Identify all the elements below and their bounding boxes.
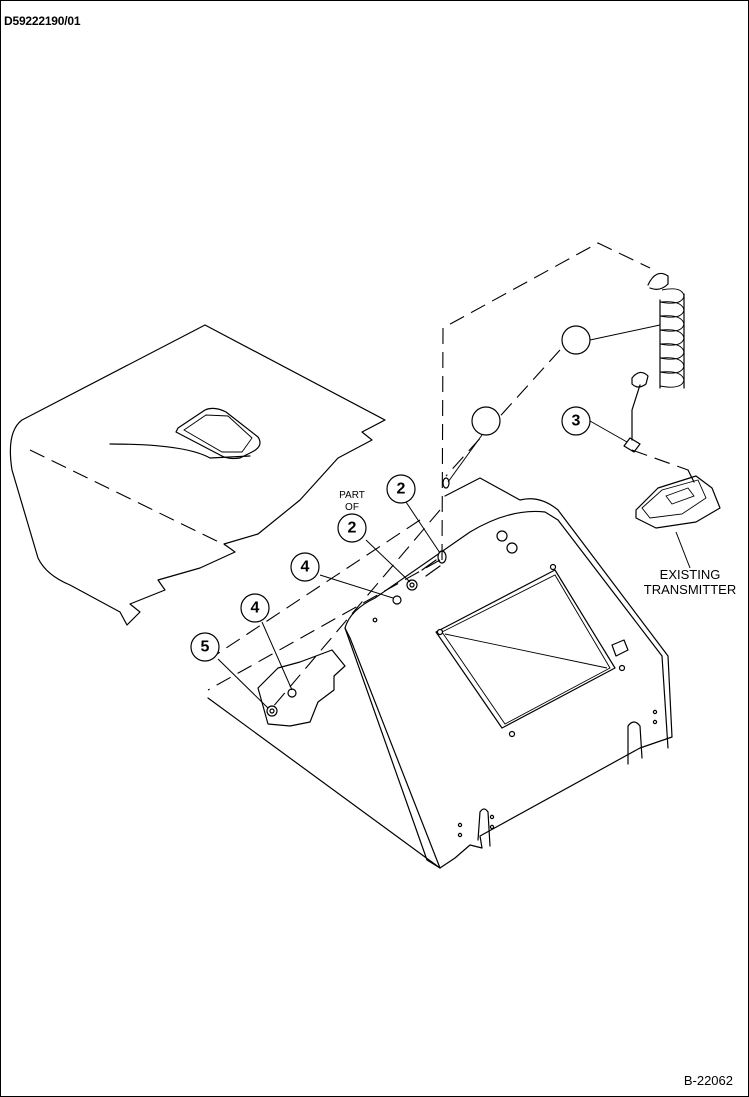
leader-lines	[217, 324, 691, 709]
callout-2a: 2	[386, 474, 416, 504]
svg-text:4: 4	[251, 600, 260, 617]
svg-text:5: 5	[201, 639, 210, 656]
callout-4b: 4	[240, 593, 270, 623]
existing-transmitter-label-line2: TRANSMITTER	[644, 582, 736, 597]
existing-transmitter	[635, 469, 721, 529]
callout-3a: 3	[561, 406, 591, 436]
assembly-lines	[207, 242, 689, 709]
callout-3b	[471, 406, 501, 436]
svg-text:2: 2	[348, 520, 357, 537]
coil-cable	[623, 272, 685, 453]
callout-2b: 2	[337, 513, 367, 543]
figure-id: B-22062	[683, 1073, 733, 1088]
document-id: D59222190/01	[4, 14, 81, 28]
control-box	[207, 477, 673, 869]
callout-4a: 4	[290, 552, 320, 582]
hardware	[372, 477, 450, 623]
cover-panel	[9, 324, 386, 626]
part-of-label-line2: OF	[345, 502, 359, 513]
callout-5: 5	[190, 632, 220, 662]
existing-transmitter-label-line1: EXISTING	[660, 567, 721, 582]
svg-text:2: 2	[397, 481, 406, 498]
svg-text:3: 3	[572, 413, 581, 430]
part-of-label-line1: PART	[339, 490, 365, 501]
mounting-plate	[257, 649, 346, 727]
callout-1	[561, 325, 591, 355]
svg-text:4: 4	[301, 559, 310, 576]
